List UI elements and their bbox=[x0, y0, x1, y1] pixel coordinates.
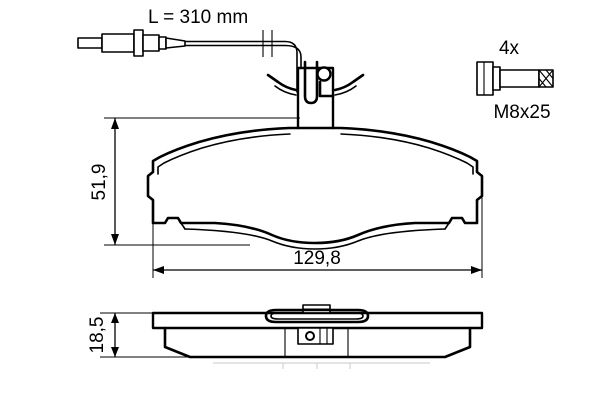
sensor-bracket-eyelet bbox=[316, 66, 332, 82]
friction-material-edge-right bbox=[340, 133, 474, 175]
bolt-size-label: M8x25 bbox=[493, 102, 550, 123]
thickness-dimension-value: 18,5 bbox=[87, 317, 108, 354]
dimension-width: 129,8 bbox=[152, 196, 483, 278]
sheet-border bbox=[213, 362, 430, 369]
side-bracket-ribs bbox=[319, 328, 328, 344]
retaining-clip-loop-inner bbox=[270, 312, 364, 320]
retaining-spring-arm-right-inner bbox=[334, 85, 357, 96]
dimension-height: 51,9 bbox=[89, 117, 300, 246]
bolt-shank bbox=[499, 69, 540, 88]
thickness-arrow-bottom bbox=[111, 347, 119, 357]
sensor-length-label: L = 310 mm bbox=[148, 7, 248, 28]
friction-material-edge-left bbox=[157, 133, 291, 175]
friction-edge-join-left bbox=[180, 222, 186, 230]
friction-edge-join-right bbox=[444, 222, 450, 230]
height-dimension-value: 51,9 bbox=[89, 164, 110, 201]
bolt-detail-group: 4x M8x25 bbox=[476, 38, 554, 123]
retaining-spring-arm-left-inner bbox=[274, 85, 297, 96]
sensor-connector-flange bbox=[133, 29, 144, 57]
retaining-spring-arm-left bbox=[266, 73, 298, 92]
sensor-connector-tip bbox=[77, 37, 103, 49]
friction-material-edge-bottom bbox=[184, 228, 446, 250]
bolt-hex-head bbox=[476, 61, 494, 96]
sensor-cable-lower-line bbox=[184, 44, 302, 93]
sensor-cable-upper-line bbox=[184, 40, 298, 93]
side-sensor-bracket bbox=[297, 327, 334, 345]
brake-pad-side-view bbox=[151, 304, 484, 359]
bolt-shoulder bbox=[492, 66, 501, 91]
width-arrow-right bbox=[471, 266, 482, 274]
dimension-thickness: 18,5 bbox=[87, 312, 190, 358]
sensor-taper bbox=[165, 37, 186, 49]
side-bracket-hole bbox=[305, 331, 315, 341]
sensor-collar bbox=[158, 36, 167, 50]
height-arrow-top bbox=[111, 118, 119, 129]
bolt-thread-hatching bbox=[538, 69, 554, 88]
sensor-strain-relief bbox=[142, 34, 160, 52]
wear-sensor-assembly: L = 310 mm bbox=[77, 7, 302, 93]
thickness-arrow-top bbox=[111, 313, 119, 323]
sensor-bracket-slot bbox=[303, 60, 319, 105]
width-dimension-value: 129,8 bbox=[293, 248, 341, 269]
bolt-quantity-label: 4x bbox=[499, 38, 520, 59]
side-backing-plate bbox=[151, 311, 484, 330]
sensor-connector-body bbox=[101, 33, 135, 53]
height-arrow-bottom bbox=[111, 234, 119, 245]
width-arrow-left bbox=[153, 266, 164, 274]
retaining-clip-loop-outer bbox=[264, 308, 370, 324]
backing-plate-outline bbox=[146, 126, 484, 245]
retaining-spring-arm-right bbox=[333, 73, 365, 92]
brake-pad-front-view bbox=[146, 60, 484, 250]
sensor-bracket-step bbox=[318, 80, 335, 98]
side-friction-material bbox=[163, 326, 472, 359]
